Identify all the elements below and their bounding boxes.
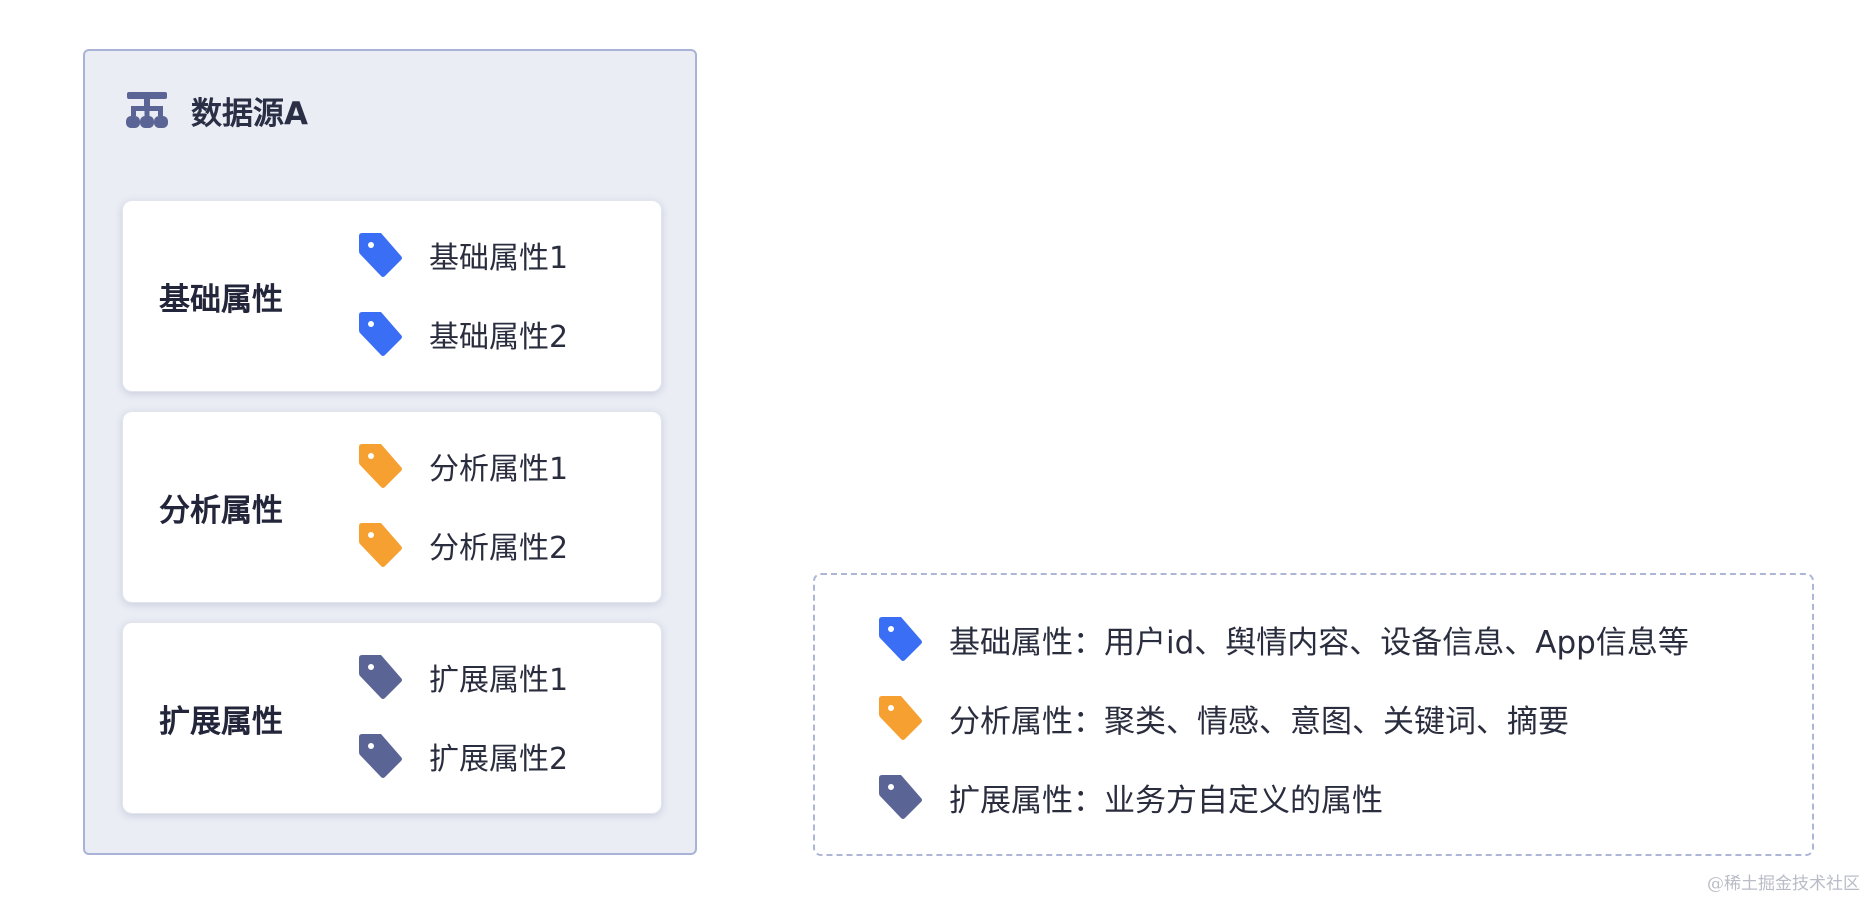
attribute-item: 分析属性1: [355, 441, 568, 491]
group-card-analysis: 分析属性 分析属性1 分析属性2: [122, 411, 662, 603]
tag-icon: [355, 652, 405, 702]
tag-icon: [355, 230, 405, 280]
attribute-item: 扩展属性2: [355, 731, 568, 781]
legend-box: 基础属性：用户id、舆情内容、设备信息、App信息等 分析属性：聚类、情感、意图…: [813, 573, 1814, 856]
attribute-label: 扩展属性1: [429, 663, 569, 698]
legend-text: 基础属性：用户id、舆情内容、设备信息、App信息等: [949, 624, 1689, 661]
legend-item-extension: 扩展属性：业务方自定义的属性: [875, 771, 1383, 823]
attribute-item: 基础属性1: [355, 230, 568, 280]
legend-text: 分析属性：聚类、情感、意图、关键词、摘要: [949, 703, 1569, 740]
tag-icon: [875, 693, 925, 743]
attribute-item: 扩展属性1: [355, 652, 568, 702]
legend-item-basic: 基础属性：用户id、舆情内容、设备信息、App信息等: [875, 613, 1689, 665]
attribute-label: 分析属性2: [429, 531, 569, 566]
hierarchy-icon: [125, 90, 169, 130]
attribute-label: 扩展属性2: [429, 742, 569, 777]
attribute-label: 基础属性1: [429, 241, 569, 276]
attribute-label: 分析属性1: [429, 452, 569, 487]
legend-item-analysis: 分析属性：聚类、情感、意图、关键词、摘要: [875, 692, 1569, 744]
tag-icon: [355, 441, 405, 491]
tag-icon: [355, 520, 405, 570]
data-source-header: 数据源A: [125, 87, 308, 133]
tag-icon: [875, 614, 925, 664]
group-title: 扩展属性: [159, 703, 283, 740]
watermark: @稀土掘金技术社区: [1707, 874, 1860, 894]
group-card-basic: 基础属性 基础属性1 基础属性2: [122, 200, 662, 392]
attribute-label: 基础属性2: [429, 320, 569, 355]
attribute-item: 基础属性2: [355, 309, 568, 359]
legend-text: 扩展属性：业务方自定义的属性: [949, 782, 1383, 819]
attribute-item: 分析属性2: [355, 520, 568, 570]
data-source-title: 数据源A: [191, 95, 308, 132]
group-card-extension: 扩展属性 扩展属性1 扩展属性2: [122, 622, 662, 814]
tag-icon: [355, 309, 405, 359]
group-title: 分析属性: [159, 492, 283, 529]
data-source-panel: 数据源A 基础属性 基础属性1: [83, 49, 697, 855]
tag-icon: [875, 772, 925, 822]
group-title: 基础属性: [159, 281, 283, 318]
tag-icon: [355, 731, 405, 781]
